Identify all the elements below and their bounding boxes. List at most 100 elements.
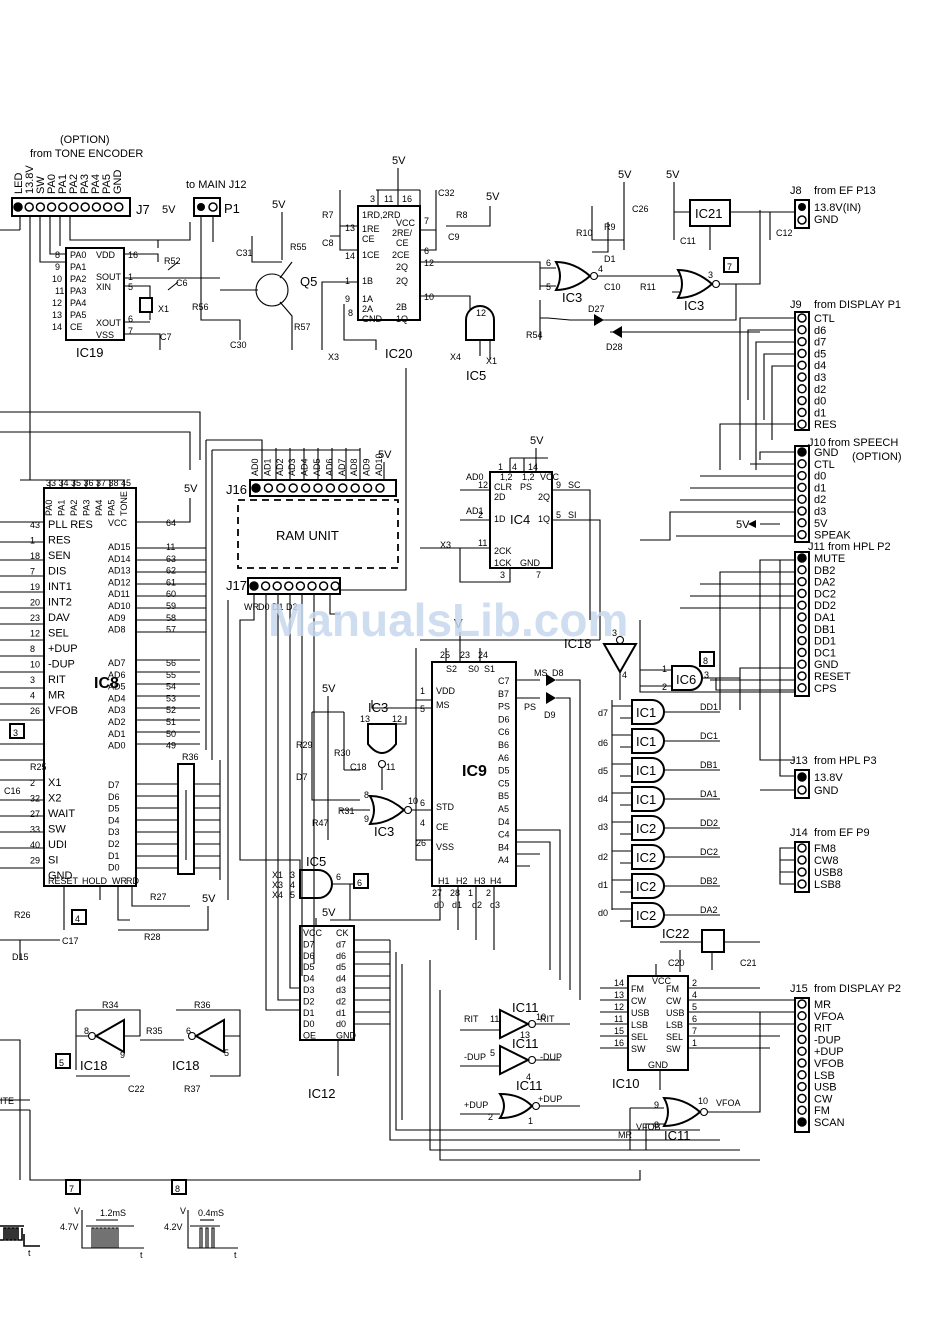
ic12-pin-label: d1 <box>336 1008 346 1018</box>
svg-text:7: 7 <box>692 1026 697 1036</box>
j15-pin-label: CW <box>814 1093 833 1105</box>
svg-text:C8: C8 <box>322 238 334 248</box>
j7-pin-label: PA3 <box>79 174 91 194</box>
svg-text:4: 4 <box>598 264 603 274</box>
connector-pin <box>362 483 373 493</box>
ic9-pin-label: D6 <box>498 714 510 724</box>
svg-text:2A: 2A <box>362 304 373 314</box>
j9-pin-label: d3 <box>814 372 826 384</box>
connector-pin <box>260 581 271 591</box>
ic9-label: IC9 <box>462 763 487 780</box>
connector-pin <box>797 482 807 493</box>
j7-pin-label: LED <box>13 173 25 194</box>
connector-pin <box>797 313 807 323</box>
j11-pin-label: DA2 <box>814 577 835 589</box>
ic9-pin-label: B6 <box>498 740 509 750</box>
svg-text:6: 6 <box>128 314 133 324</box>
connector-pin <box>797 659 807 669</box>
svg-text:4: 4 <box>622 670 627 680</box>
svg-text:1,2: 1,2 <box>500 472 513 482</box>
ic8-pin-label: D6 <box>108 792 120 802</box>
svg-text:4: 4 <box>526 1072 531 1082</box>
svg-text:11: 11 <box>490 1014 499 1024</box>
connector-pin <box>797 447 807 457</box>
svg-text:R56: R56 <box>192 302 209 312</box>
j7-pin-label: PA4 <box>90 174 102 194</box>
ic19-pin-label: PA1 <box>70 262 86 272</box>
connector-pin <box>797 395 807 406</box>
svg-text:R55: R55 <box>290 242 307 252</box>
svg-text:11: 11 <box>614 1014 623 1024</box>
ic8-pin-label: D3 <box>108 827 120 837</box>
ic8-pin-number: 4 <box>30 691 35 701</box>
svg-text:CE: CE <box>436 822 449 832</box>
j9-pin-label: d2 <box>814 384 826 396</box>
ic8-pin-label: PA1 <box>57 500 67 516</box>
svg-text:t: t <box>28 1248 31 1258</box>
svg-text:2RE/: 2RE/ <box>392 228 413 238</box>
svg-text:R9: R9 <box>604 222 616 232</box>
connector-pin <box>797 576 807 587</box>
q5-label: Q5 <box>300 274 317 289</box>
j16-pin-label: AD3 <box>287 458 297 476</box>
svg-text:16: 16 <box>128 250 138 260</box>
ic8-pin-label: X1 <box>48 777 61 789</box>
connector-pin <box>46 202 57 212</box>
ic8-pin-number: 62 <box>166 566 176 576</box>
connector-pin <box>797 999 807 1009</box>
svg-text:V: V <box>180 1206 186 1216</box>
ic8-pin-number: 64 <box>166 518 176 528</box>
ic12-pin-label: d0 <box>336 1019 346 1029</box>
connector-pin <box>313 483 323 493</box>
svg-text:12: 12 <box>52 298 62 308</box>
ic8-pin-number: 51 <box>166 717 176 727</box>
svg-text:CE: CE <box>396 238 409 248</box>
connector-pin <box>797 1117 807 1127</box>
j16-pin-label: AD4 <box>300 458 310 476</box>
svg-text:13: 13 <box>614 990 624 1000</box>
connector-pin <box>797 855 807 865</box>
ic8-pin-number: 7 <box>30 567 35 577</box>
svg-text:7: 7 <box>727 262 732 272</box>
connector-pin <box>307 581 317 591</box>
gate-label: IC1 <box>636 792 656 807</box>
svg-text:1: 1 <box>498 462 503 472</box>
connector-pin <box>797 624 807 634</box>
ic12-pin-label: D2 <box>303 996 315 1006</box>
svg-text:5V: 5V <box>530 435 544 447</box>
svg-text:D15: D15 <box>12 952 29 962</box>
ic8-pin-label: AD9 <box>108 613 126 623</box>
j14-name: J14 <box>790 827 808 839</box>
svg-text:IC5: IC5 <box>466 368 486 383</box>
j11-pin-label: DD2 <box>814 600 836 612</box>
svg-text:d3: d3 <box>490 900 500 910</box>
ic10-pin-label: SW <box>666 1044 681 1054</box>
j11-pin-label: DD1 <box>814 636 836 648</box>
ic9-pin-label: C4 <box>498 830 510 840</box>
svg-text:1CE: 1CE <box>362 250 380 260</box>
svg-text:1: 1 <box>468 888 473 898</box>
svg-text:IC11: IC11 <box>664 1128 691 1143</box>
ic8-pin-label: PLL RES <box>48 519 93 531</box>
ic8-pin-number: 26 <box>30 706 40 716</box>
svg-text:C18: C18 <box>350 762 367 772</box>
j10-name: J10 <box>808 437 826 449</box>
svg-text:28: 28 <box>450 888 460 898</box>
ic9-pin-label: B4 <box>498 842 509 852</box>
svg-text:13: 13 <box>52 310 62 320</box>
svg-text:12: 12 <box>392 714 402 724</box>
j7-name: J7 <box>136 202 150 217</box>
ic10-pin-label: CW <box>666 996 681 1006</box>
and-gate <box>631 902 665 928</box>
connector-pin <box>797 1070 807 1080</box>
ic22-label: IC22 <box>662 926 689 941</box>
connector-pin <box>114 202 124 212</box>
svg-text:2Q: 2Q <box>396 276 408 286</box>
ic10-pin-label: USB <box>631 1008 650 1018</box>
connector-pin <box>797 384 807 394</box>
ic19-pin-label: PA4 <box>70 298 86 308</box>
connector-pin <box>13 202 23 212</box>
svg-text:9: 9 <box>345 294 350 304</box>
